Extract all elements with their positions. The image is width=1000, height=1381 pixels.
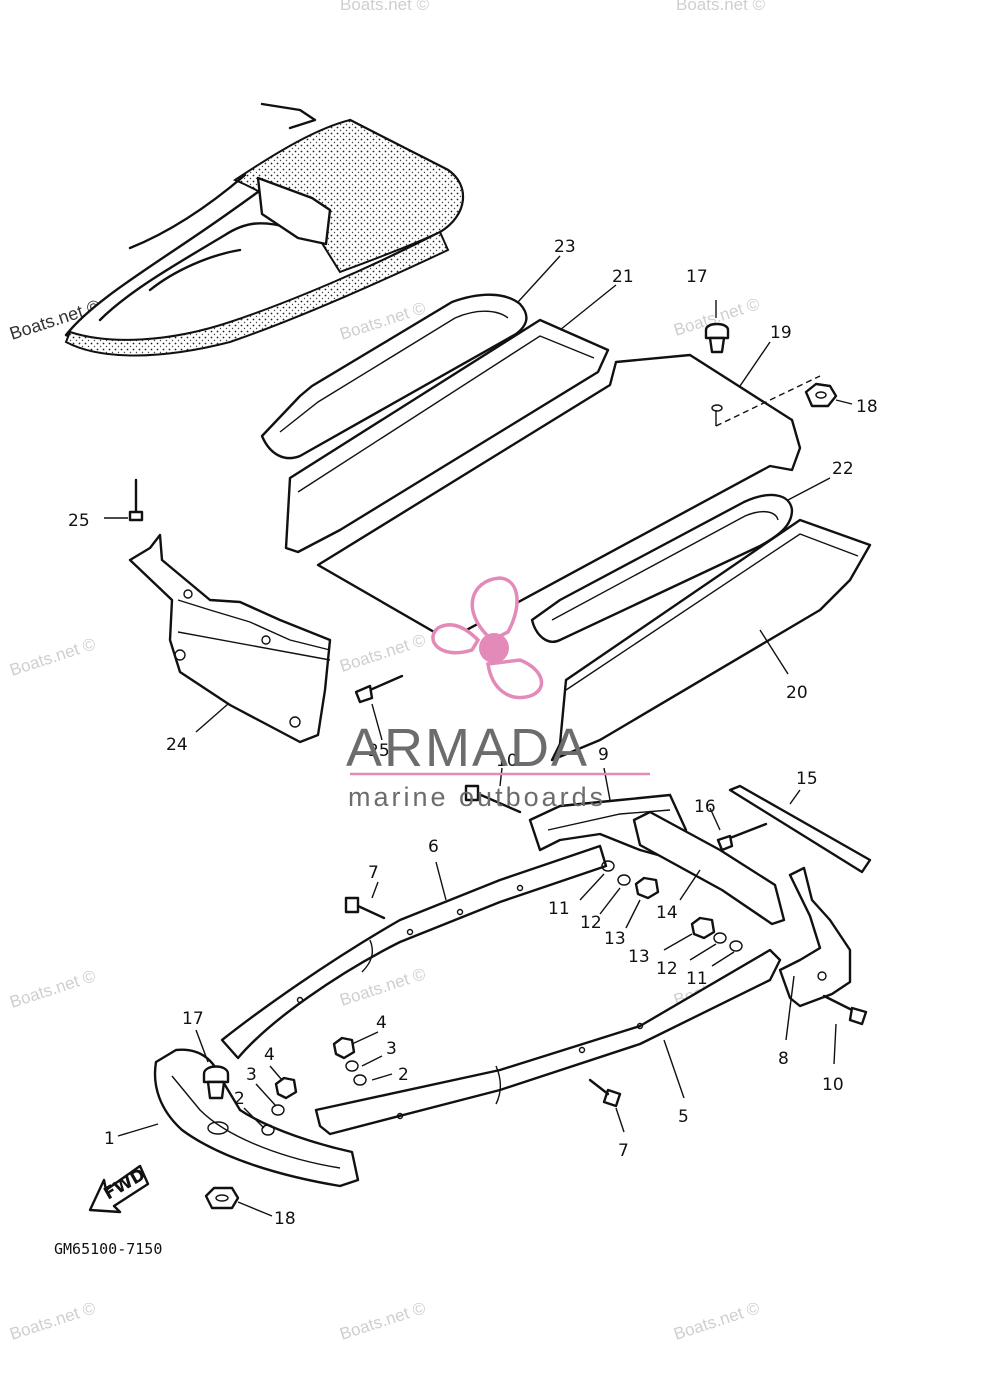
- watermark: Boats.net ©: [337, 1298, 428, 1344]
- watermark: Boats.net ©: [337, 630, 428, 676]
- callout-1: 1: [104, 1129, 115, 1149]
- rivet-25-mid: [354, 674, 404, 704]
- fwd-arrow: FWD: [88, 1165, 150, 1214]
- callout-20: 20: [786, 683, 808, 703]
- watermark: Boats.net ©: [7, 634, 98, 680]
- screw-7-bottom: [588, 1078, 622, 1108]
- screw-7-top: [344, 896, 386, 920]
- callout-21: 21: [612, 267, 634, 287]
- part-24-bracket: [128, 533, 332, 744]
- part-6-rail: [220, 844, 608, 1060]
- callout-25-mid: 25: [368, 741, 390, 761]
- watermark: Boats.net ©: [340, 0, 430, 14]
- callout-14: 14: [656, 903, 678, 923]
- part-14-bracket: [632, 810, 786, 926]
- callout-4-right: 4: [376, 1013, 387, 1033]
- part-19-mat: [316, 353, 821, 642]
- part-22-mat: [530, 493, 794, 643]
- bolt-10-bottom: [822, 994, 868, 1026]
- callout-18-top: 18: [856, 397, 878, 417]
- callout-11-right: 11: [686, 969, 708, 989]
- callout-3-left: 3: [246, 1065, 257, 1085]
- callout-19: 19: [770, 323, 792, 343]
- logo-subtitle: marine outboards: [348, 782, 606, 812]
- callout-16: 16: [694, 797, 716, 817]
- watermark: Boats.net ©: [676, 0, 766, 14]
- callout-2-right: 2: [398, 1065, 409, 1085]
- watermark: Boats.net ©: [671, 1298, 762, 1344]
- callout-22: 22: [832, 459, 854, 479]
- part-20-mat: [550, 518, 872, 762]
- watermark: Boats.net ©: [337, 964, 428, 1010]
- callouts: 23 21 17 19 18 22 25 20 24 25 10 9 15 16…: [68, 237, 878, 1229]
- drawing-code: GM65100-7150: [54, 1240, 162, 1258]
- bolt-10-top: [464, 784, 522, 814]
- leader-lines: [104, 255, 853, 1217]
- part-8-bumper: [778, 866, 852, 1008]
- callout-12-left: 12: [580, 913, 602, 933]
- rivet-25-top: [128, 478, 144, 522]
- part-5-rail: [314, 948, 782, 1136]
- callout-13-right: 13: [628, 947, 650, 967]
- logo-title: ARMADA: [346, 718, 589, 778]
- callout-12-right: 12: [656, 959, 678, 979]
- propeller-icon: [431, 576, 544, 700]
- callout-8: 8: [778, 1049, 789, 1069]
- nut-18-top: [804, 382, 838, 408]
- callout-15: 15: [796, 769, 818, 789]
- callout-17-top: 17: [686, 267, 708, 287]
- watermark: Boats.net ©: [7, 966, 98, 1012]
- callout-10-top: 10: [496, 751, 518, 771]
- callout-7-top: 7: [368, 863, 379, 883]
- callout-3-right: 3: [386, 1039, 397, 1059]
- callout-9: 9: [598, 745, 609, 765]
- watercraft-overview: [64, 102, 464, 357]
- part-23-mat: [260, 293, 528, 460]
- part-21-mat: [284, 318, 610, 554]
- part-15-strip: [728, 784, 872, 874]
- callout-10-bottom: 10: [822, 1075, 844, 1095]
- rivet-16: [716, 822, 768, 852]
- callout-7-bottom: 7: [618, 1141, 629, 1161]
- callout-2-left: 2: [234, 1089, 245, 1109]
- callout-18-bottom: 18: [274, 1209, 296, 1229]
- callout-6: 6: [428, 837, 439, 857]
- watermark: Boats.net ©: [7, 1298, 98, 1344]
- callout-5: 5: [678, 1107, 689, 1127]
- callout-4-left: 4: [264, 1045, 275, 1065]
- callout-11-left: 11: [548, 899, 570, 919]
- grommet-17-bottom: [202, 1065, 230, 1100]
- callout-23: 23: [554, 237, 576, 257]
- callout-25-top: 25: [68, 511, 90, 531]
- callout-24: 24: [166, 735, 188, 755]
- hardware-small: [261, 860, 743, 1136]
- callout-17-bottom: 17: [182, 1009, 204, 1029]
- grommet-17-top: [704, 322, 730, 412]
- callout-13-left: 13: [604, 929, 626, 949]
- nut-18-bottom: [204, 1186, 240, 1210]
- armada-logo: ARMADA marine outboards: [346, 576, 650, 812]
